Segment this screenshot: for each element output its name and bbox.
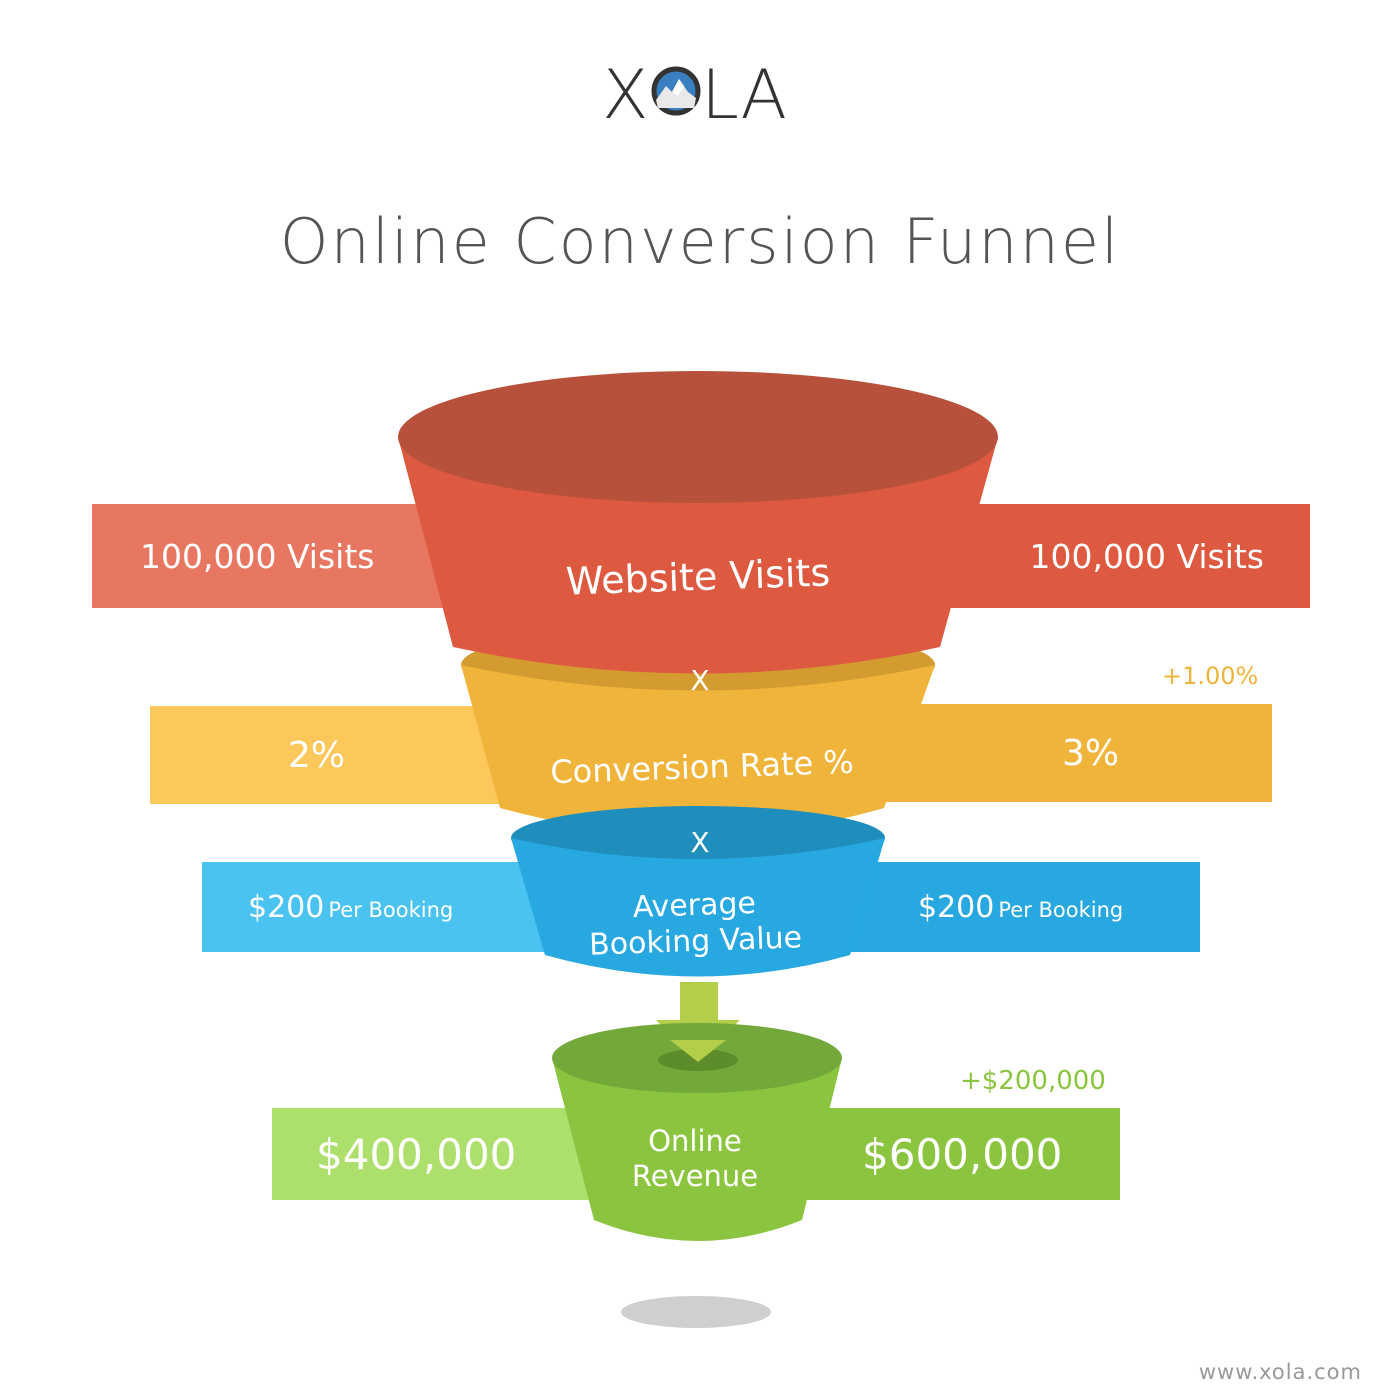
stage4-after-value: $600,000 [862, 1129, 1063, 1179]
funnel-stage1 [398, 371, 998, 674]
logo-letters-la: LA [701, 56, 787, 132]
stage4-before-value: $400,000 [316, 1129, 517, 1179]
footer-url: www.xola.com [1198, 1360, 1362, 1384]
mountain-icon [651, 66, 701, 116]
stage3-before-unit: Per Booking [328, 897, 454, 922]
funnel-shadow [621, 1296, 771, 1328]
xola-logo: X LA [0, 52, 1400, 132]
stage2-delta: +1.00% [1162, 662, 1259, 690]
stage4-after-bar: $600,000 [790, 1108, 1120, 1200]
stage1-before-value: 100,000 Visits [140, 536, 375, 576]
logo-letter-x: X [602, 56, 649, 132]
stage4-delta: +$200,000 [960, 1066, 1106, 1096]
stage1-after-value: 100,000 Visits [1029, 536, 1264, 576]
stage4-label: Online Revenue [570, 1124, 820, 1194]
stage3-label: Average Booking Value [544, 883, 846, 965]
stage2-after-bar: 3% [880, 704, 1272, 802]
operator-multiply-1: X [690, 664, 710, 697]
page-title: Online Conversion Funnel [279, 205, 1121, 278]
stage3-after-value: $200 [918, 889, 995, 925]
stage2-after-value: 3% [1062, 732, 1120, 774]
funnel-stage3 [511, 806, 885, 977]
operator-multiply-2: X [690, 826, 710, 859]
stage4-label-line2: Revenue [631, 1158, 759, 1193]
stage3-before-value: $200 [248, 889, 325, 925]
funnel-stage4 [552, 1023, 842, 1241]
stage4-before-bar: $400,000 [272, 1108, 602, 1200]
stage3-after-unit: Per Booking [998, 897, 1124, 922]
stage4-label-line1: Online [648, 1124, 742, 1158]
stage2-before-value: 2% [288, 734, 346, 776]
